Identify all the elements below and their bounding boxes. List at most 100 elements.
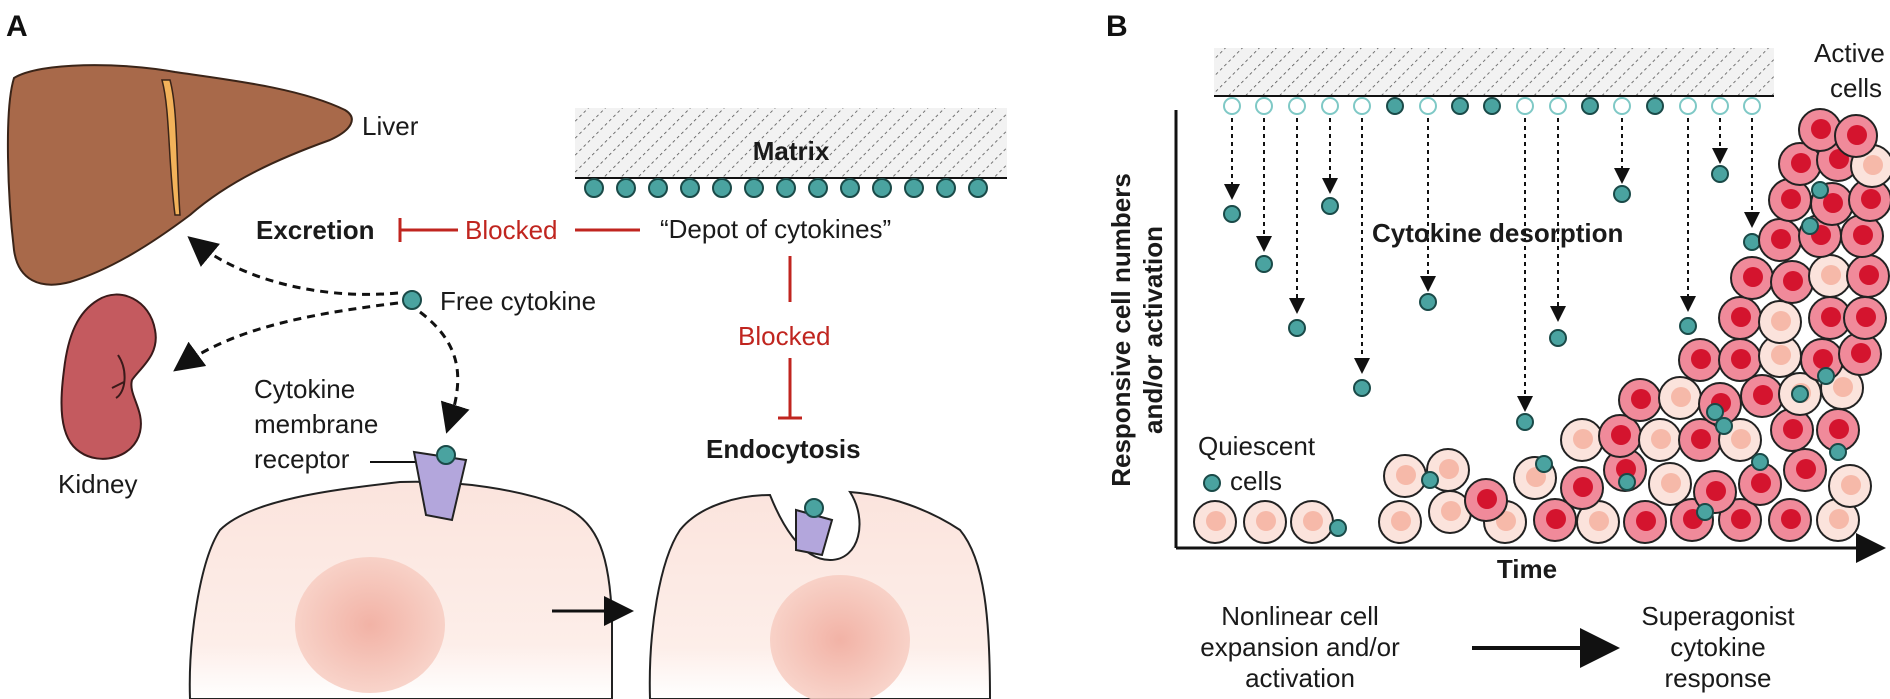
cell-nucleus — [1851, 343, 1871, 363]
cell-nucleus — [1821, 307, 1841, 327]
cytokine-dot — [1715, 417, 1733, 435]
cell-nucleus — [1811, 119, 1831, 139]
active-label-line1: Active — [1814, 38, 1885, 68]
cell-nucleus — [1791, 153, 1811, 173]
cell-nucleus — [1821, 265, 1841, 285]
cell-nucleus — [1691, 349, 1711, 369]
expansion-label-line3: activation — [1245, 663, 1355, 693]
cell-nucleus — [1391, 511, 1411, 531]
cell-nucleus — [1671, 387, 1691, 407]
response-label-line1: Superagonist — [1641, 601, 1795, 631]
blocked-endocytosis-line — [778, 256, 802, 420]
kidney-icon — [60, 293, 157, 460]
response-label-line3: response — [1665, 663, 1772, 693]
y-axis-label-line1: Responsive cell numbers — [1106, 173, 1136, 487]
panel-b-letter: B — [1106, 10, 1128, 43]
cytokine-dot — [1801, 217, 1819, 235]
receptor-label-line1: Cytokine — [254, 374, 355, 404]
cell-nucleus — [1303, 511, 1323, 531]
cell-population — [1193, 108, 1890, 544]
expansion-label-line2: expansion and/or — [1200, 632, 1400, 662]
cell-nucleus — [1847, 125, 1867, 145]
cell-nucleus — [1206, 511, 1226, 531]
cell-nucleus — [1841, 475, 1861, 495]
kidney-label: Kidney — [58, 469, 138, 499]
desorption-arrows — [1224, 118, 1760, 412]
cell-left — [188, 480, 613, 699]
cell-nucleus — [1691, 429, 1711, 449]
cell-nucleus — [1706, 481, 1726, 501]
x-axis-label: Time — [1497, 554, 1557, 584]
cytokine-dot — [1618, 473, 1636, 491]
liver-label: Liver — [362, 111, 419, 141]
cell-nucleus — [1731, 429, 1751, 449]
blocked-excretion-line — [398, 218, 640, 242]
cell-nucleus — [1829, 509, 1849, 529]
matrix-block-b — [1214, 48, 1774, 96]
cytokine-dot — [1535, 455, 1553, 473]
cytokine-dot — [1696, 503, 1714, 521]
quiescent-label-line1: Quiescent — [1198, 431, 1316, 461]
cell-nucleus — [1753, 385, 1773, 405]
cell-nucleus — [1829, 419, 1849, 439]
cell-right — [648, 490, 992, 699]
cell-nucleus — [1441, 501, 1461, 521]
clearance-arrows — [173, 236, 470, 434]
cell-nucleus — [1439, 459, 1459, 479]
cell-nucleus — [1813, 349, 1833, 369]
cell-nucleus — [1771, 311, 1791, 331]
cell-nucleus — [1796, 459, 1816, 479]
cell-nucleus — [1611, 425, 1631, 445]
cell-nucleus — [1771, 229, 1791, 249]
cell-nucleus — [1573, 477, 1593, 497]
cell-nucleus — [1781, 509, 1801, 529]
cell-nucleus — [1861, 189, 1881, 209]
matrix-block — [575, 108, 1007, 178]
receptor-label-line3: receptor — [254, 444, 350, 474]
cell-nucleus — [1256, 511, 1276, 531]
blocked-side-label: Blocked — [738, 321, 831, 351]
cell-nucleus — [1731, 307, 1751, 327]
depot-label: “Depot of cytokines” — [660, 214, 891, 244]
liver-icon — [6, 64, 353, 286]
cell-nucleus — [1783, 271, 1803, 291]
cell-nucleus — [1783, 419, 1803, 439]
panel-a-letter: A — [6, 10, 28, 43]
matrix-label: Matrix — [753, 136, 830, 166]
cell-nucleus — [1833, 377, 1853, 397]
cell-nucleus — [1856, 307, 1876, 327]
quiescent-cytokine-icon — [1203, 474, 1221, 492]
receptor-label-line2: membrane — [254, 409, 378, 439]
cell-nucleus — [1863, 155, 1883, 175]
cell-nucleus — [1477, 489, 1497, 509]
cell-nucleus — [1771, 345, 1791, 365]
cell-nucleus — [1396, 465, 1416, 485]
cell-nucleus — [1823, 193, 1843, 213]
cell-nucleus — [1661, 473, 1681, 493]
receptor-icon — [412, 445, 468, 522]
quiescent-label-line2: cells — [1230, 466, 1282, 496]
internalized-receptor-icon — [795, 498, 834, 557]
free-cytokine-label: Free cytokine — [440, 286, 596, 316]
cytokine-dot — [1706, 403, 1724, 421]
cell-nucleus — [1859, 265, 1879, 285]
cell-nucleus — [1573, 429, 1593, 449]
blocked-top-label: Blocked — [465, 215, 558, 245]
cytokine-dot — [1751, 453, 1769, 471]
cell-nucleus — [1853, 225, 1873, 245]
cytokine-dot — [1421, 471, 1439, 489]
endocytosis-label: Endocytosis — [706, 434, 861, 464]
cytokine-dot — [1791, 385, 1809, 403]
cytokine-dot — [1829, 443, 1847, 461]
matrix-sites — [1223, 97, 1761, 115]
bound-cytokines — [584, 178, 988, 198]
cell-nucleus — [1631, 389, 1651, 409]
expansion-label-line1: Nonlinear cell — [1221, 601, 1379, 631]
cell-nucleus — [1731, 349, 1751, 369]
cell-nucleus — [1781, 189, 1801, 209]
cell-nucleus — [1731, 509, 1751, 529]
cell-nucleus — [1743, 267, 1763, 287]
free-cytokine-icon — [402, 290, 422, 310]
excretion-label: Excretion — [256, 215, 375, 245]
